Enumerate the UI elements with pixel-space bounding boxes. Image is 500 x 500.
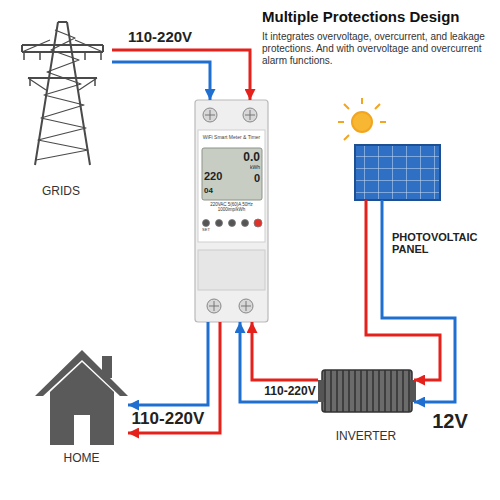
grid-node: GRIDS [10,15,112,201]
screen-reading: 0.0 [230,150,260,164]
title: Multiple Protections Design [262,8,494,26]
blue-wire [128,322,208,405]
home-node: HOME [35,340,128,468]
inverter [318,370,416,412]
voltage-label: 12V [432,410,468,433]
button-label: SET [199,228,213,233]
red-wire [252,322,318,380]
sun [338,98,386,140]
power-wire [240,322,318,402]
rating-text: 220VAC 5(60)A 50Hz 1000imp/kWh [199,202,264,213]
screen-unit: kWh [240,164,260,170]
node-label: INVERTER [336,430,396,444]
pylon [22,22,103,165]
screen-reading: 0 [240,172,260,185]
node-label: HOME [64,452,100,466]
node-label: PHOTOVOLTAIC PANEL [392,231,482,256]
description-text: It integrates overvoltage, overcurrent, … [262,31,494,67]
energy-meter [195,100,268,322]
power-wire [128,322,220,433]
voltage-label: 110-220V [128,28,192,45]
inverter-node: INVERTER [318,366,414,446]
screen-reading: 220 [204,170,234,183]
power-wire [366,262,455,402]
blue-wire [112,62,210,100]
panel-node: PHOTOVOLTAIC PANEL [350,100,485,262]
blue-wire [240,322,318,402]
power-wire [112,50,250,100]
house [35,350,128,445]
node-label: WiFi Smart Meter & Timer [203,135,261,141]
voltage-label: 110-220V [264,384,315,398]
screen-reading: 04 [204,186,224,196]
red-wire [366,262,440,380]
voltage-label: 110-220V [132,409,205,429]
red-wire [112,50,250,100]
node-label: GRIDS [42,185,80,199]
red-wire [128,322,220,433]
blue-wire [382,262,455,402]
